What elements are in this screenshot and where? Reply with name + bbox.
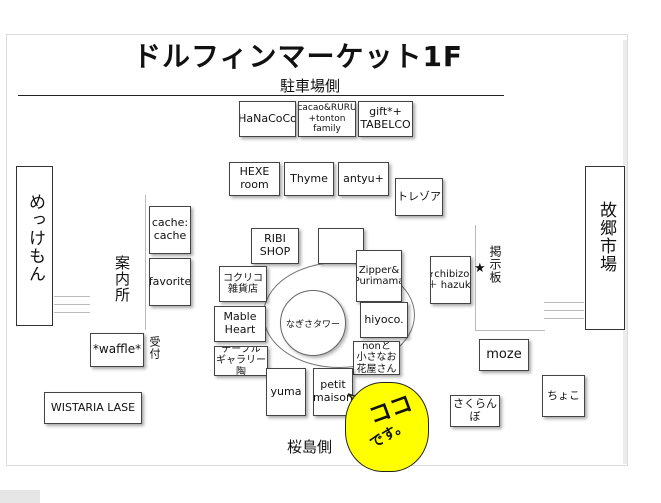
shop-yuma[interactable]: yuma xyxy=(266,368,306,416)
shop-kokuriko[interactable]: コクリコ 雑貨店 xyxy=(219,266,267,302)
corridor-line xyxy=(54,304,90,305)
wall-line xyxy=(475,330,545,331)
wall-line xyxy=(475,225,476,330)
shop-non-flower[interactable]: nonと 小さなお花屋さん xyxy=(353,341,400,375)
reception-label: 受付 xyxy=(148,336,161,360)
mekkemon-building[interactable]: めっけもん xyxy=(16,166,53,326)
shop-hexe-room[interactable]: HEXE room xyxy=(229,162,280,196)
furusato-ichiba-building[interactable]: 故郷市場 xyxy=(585,166,625,330)
corridor-line xyxy=(544,318,584,319)
shop-cache-cache[interactable]: cache: cache xyxy=(149,206,191,254)
shop-thyme[interactable]: Thyme xyxy=(284,162,334,196)
page-edge xyxy=(0,490,40,503)
here-callout xyxy=(345,382,429,472)
shop-chocolat[interactable]: ちょこ xyxy=(542,375,585,417)
shop-cacao-ruru[interactable]: cacao&RURU +tonton family xyxy=(298,101,356,137)
shop-ribi[interactable]: RIBI SHOP xyxy=(251,228,299,264)
shop-antyu[interactable]: antyu+ xyxy=(338,162,389,196)
shop-gift-tabelco[interactable]: gift*+ TABELCO xyxy=(358,101,413,137)
nagisa-tower-label: なぎさタワー xyxy=(285,319,340,330)
info-desk-label: 案内所 xyxy=(113,255,131,303)
furusato-ichiba-label: 故郷市場 xyxy=(596,201,616,273)
sakurajima-side-label: 桜島側 xyxy=(287,438,333,456)
shop-sakuranbo[interactable]: さくらんぼ xyxy=(450,395,500,427)
star-marker: ★ xyxy=(474,261,486,276)
shop-hiyoco[interactable]: hiyoco. xyxy=(360,302,408,338)
notice-board-label: 掲示板 xyxy=(488,245,502,284)
floor-title: ドルフィンマーケット1F xyxy=(133,40,464,73)
shop-moze[interactable]: moze xyxy=(479,339,529,371)
wall-line xyxy=(145,195,146,330)
mekkemon-label: めっけもん xyxy=(25,193,45,283)
shop-favorite[interactable]: favorite xyxy=(149,258,191,306)
shop-zipper-purimama[interactable]: Zipper& Purimama xyxy=(356,250,402,302)
nagisa-tower[interactable]: なぎさタワー xyxy=(280,290,346,356)
shop-hanacoco[interactable]: HaNaCoCo xyxy=(239,101,296,137)
parking-boundary-line xyxy=(18,95,504,96)
corridor-line xyxy=(54,312,90,313)
shop-wistaria-lase[interactable]: WISTARIA LASE xyxy=(44,392,142,424)
corridor-line xyxy=(54,296,90,297)
shop-chibizou-hazuki[interactable]: ★chibizou ＋ hazuki xyxy=(430,256,471,304)
parking-side-label: 駐車場側 xyxy=(280,77,341,95)
frame-edge xyxy=(623,40,627,464)
corridor-line xyxy=(544,302,584,303)
shop-waffle[interactable]: *waffle* xyxy=(90,333,144,367)
shop-mable-heart[interactable]: Mable Heart xyxy=(214,306,266,342)
shop-tresor[interactable]: トレゾア xyxy=(395,178,443,216)
corridor-line xyxy=(544,310,584,311)
shop-table-gallery[interactable]: テーブル ギャラリー陶 xyxy=(214,346,268,376)
